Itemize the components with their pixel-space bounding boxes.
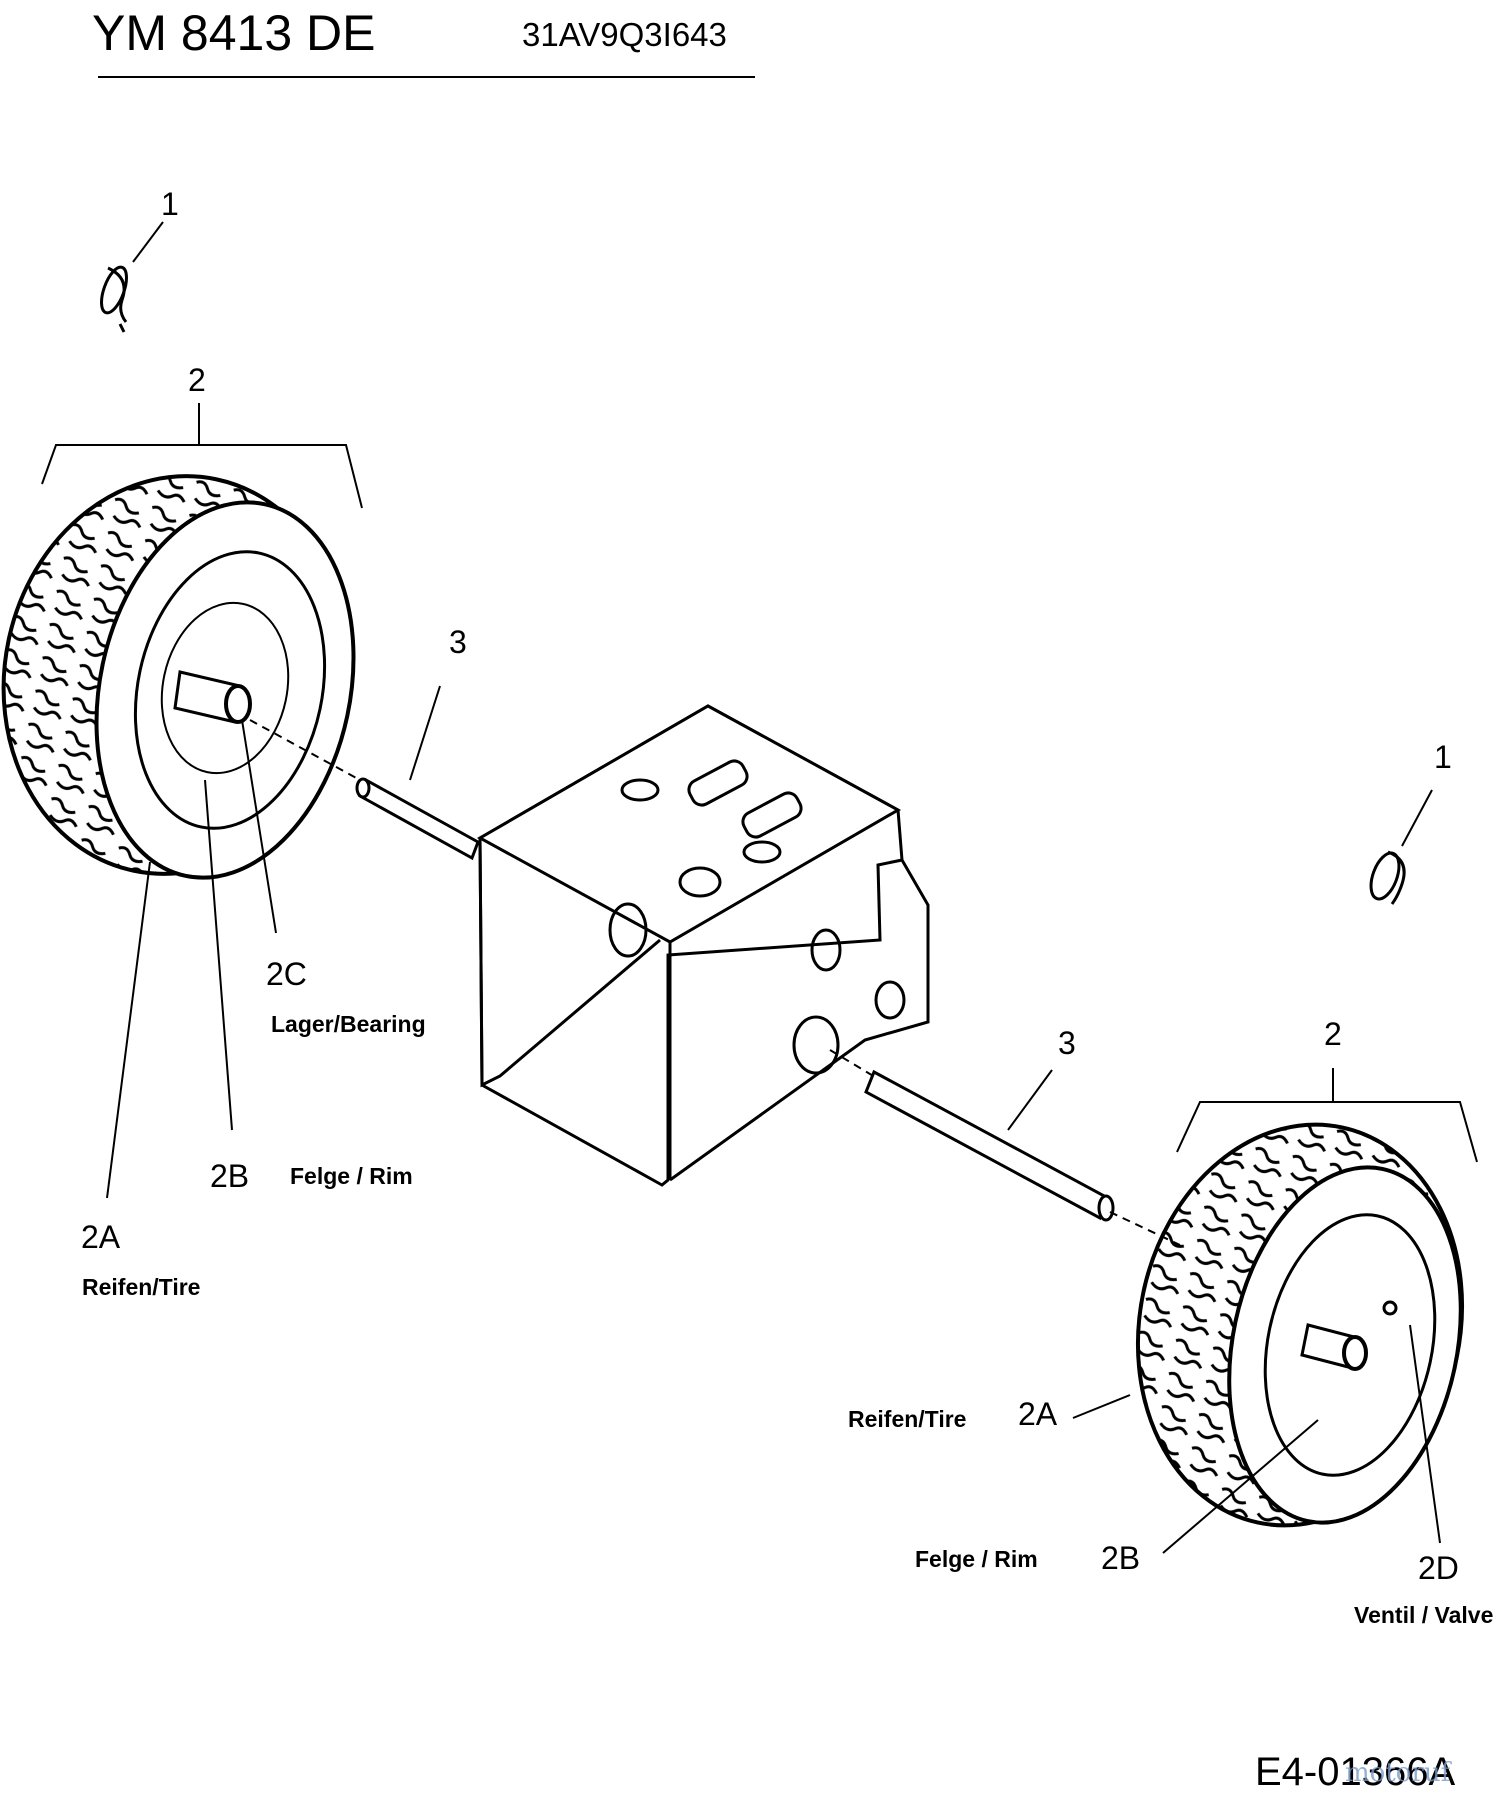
leader-2B-right [1162, 1419, 1319, 1554]
leader-2A-left [106, 861, 151, 1199]
label-tire-right: Reifen/Tire [848, 1406, 967, 1432]
leader-2B-left [204, 779, 233, 1131]
leader-1-left [132, 221, 164, 263]
part-code: 31AV9Q3I643 [522, 16, 727, 53]
label-bearing: Lager/Bearing [271, 1011, 426, 1037]
callout-3-right: 3 [1058, 1025, 1076, 1061]
diagram-reference: E4-01366A [1255, 1750, 1456, 1794]
callout-2C: 2C [266, 956, 307, 992]
callout-1-left: 1 [161, 186, 179, 222]
bracket-2-right [1176, 1101, 1478, 1163]
label-rim-right: Felge / Rim [915, 1546, 1038, 1572]
callout-2A-left: 2A [81, 1219, 121, 1255]
model-title: YM 8413 DE [92, 5, 376, 61]
frame [476, 704, 930, 1187]
clip-pin-right [1369, 850, 1406, 905]
wheel-right [1135, 1122, 1465, 1528]
callout-2A-right: 2A [1018, 1396, 1058, 1432]
dash-axis-left [249, 719, 361, 781]
callout-2-right: 2 [1324, 1016, 1342, 1052]
callout-3-left: 3 [449, 624, 467, 660]
watermark-logo: motoruf [1345, 1758, 1451, 1788]
leader-3-right [1007, 1069, 1053, 1131]
axle-left [355, 777, 480, 861]
clip-pin-left [100, 265, 128, 333]
label-tire-left: Reifen/Tire [82, 1274, 201, 1300]
bracket-2-left [41, 444, 363, 509]
leader-2D [1409, 1324, 1441, 1544]
callout-2D: 2D [1418, 1550, 1459, 1586]
label-valve: Ventil / Valve [1354, 1602, 1494, 1628]
label-rim-left: Felge / Rim [290, 1163, 413, 1189]
leader-2A-right [1072, 1394, 1131, 1419]
callout-1-right: 1 [1434, 739, 1452, 775]
leader-1-right [1401, 789, 1433, 847]
axle-right [864, 1069, 1115, 1222]
callout-2-left: 2 [188, 362, 206, 398]
wheel-left [1, 474, 356, 880]
callout-2B-left: 2B [210, 1158, 250, 1194]
callout-2B-right: 2B [1101, 1540, 1141, 1576]
leader-2C [241, 719, 277, 934]
leader-3-left [409, 685, 441, 781]
